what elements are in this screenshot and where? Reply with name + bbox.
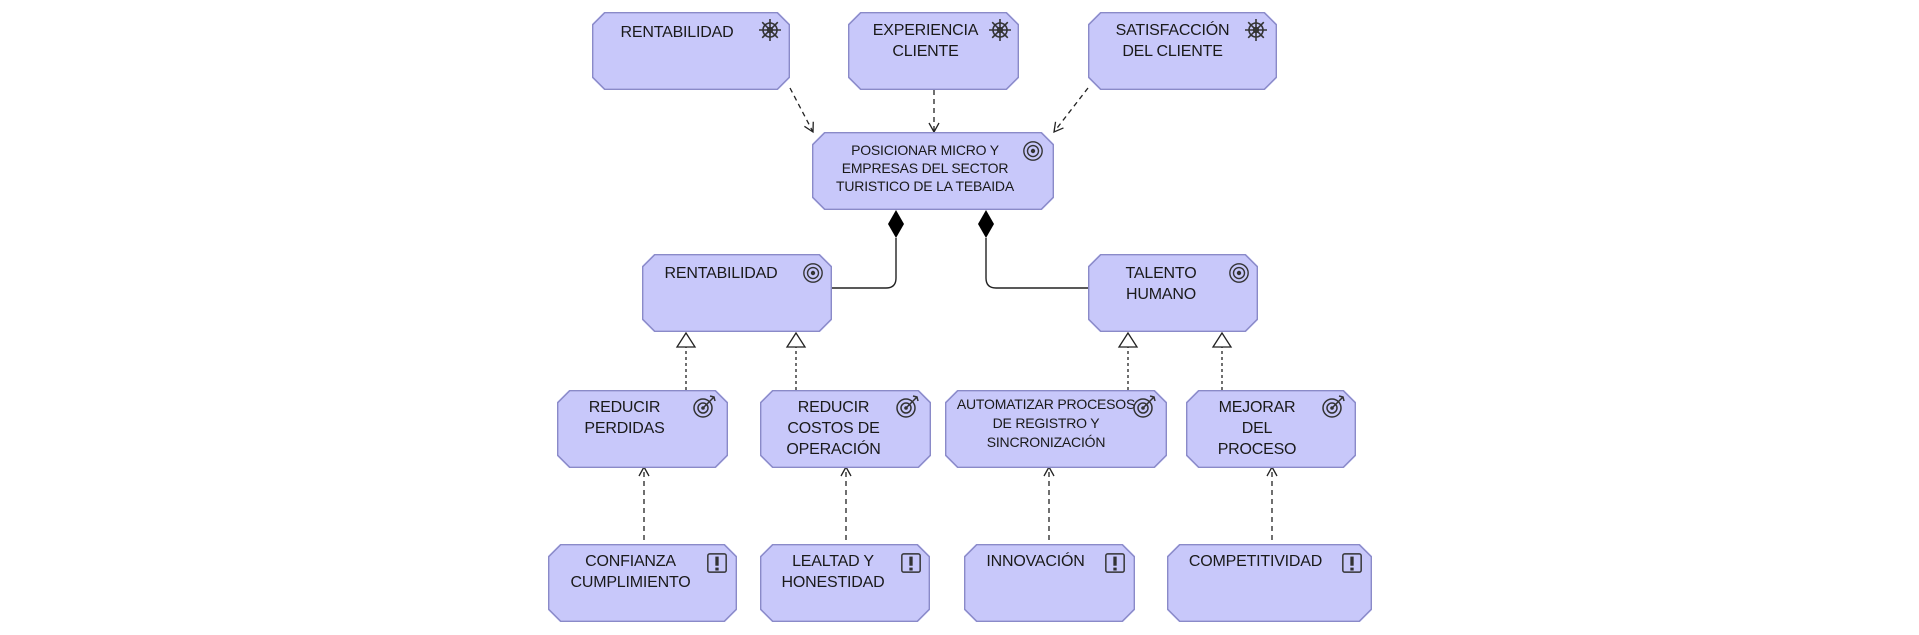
composition-diamond-goal1 xyxy=(888,210,904,238)
driver-node-satisfaccion-cliente[interactable]: SATISFACCIÓN DEL CLIENTE xyxy=(1088,12,1277,90)
outcome-arrow-target-icon xyxy=(693,394,717,418)
driver-label: RENTABILIDAD xyxy=(620,24,734,41)
driver-wheel-icon xyxy=(988,18,1012,42)
principle-label: LEALTAD Y HONESTIDAD xyxy=(781,553,885,591)
principle-node-lealtad[interactable]: LEALTAD Y HONESTIDAD xyxy=(760,544,930,622)
driver-node-rentabilidad[interactable]: RENTABILIDAD xyxy=(592,12,790,90)
principle-exclamation-icon xyxy=(1341,552,1363,574)
driver-label: SATISFACCIÓN DEL CLIENTE xyxy=(1115,22,1230,60)
outcome-arrow-target-icon xyxy=(896,394,920,418)
principle-exclamation-icon xyxy=(900,552,922,574)
goal-label: POSICIONAR MICRO Y EMPRESAS DEL SECTOR T… xyxy=(836,142,1014,194)
outcome-label: MEJORAR DEL PROCESO xyxy=(1217,399,1297,458)
realization-triangle-out4 xyxy=(1211,331,1233,348)
goal-node-rentabilidad[interactable]: RENTABILIDAD xyxy=(642,254,832,332)
driver-label: EXPERIENCIA CLIENTE xyxy=(872,22,979,60)
principle-exclamation-icon xyxy=(706,552,728,574)
influence-connector-drv1 xyxy=(789,87,814,134)
outcome-arrow-target-icon xyxy=(1133,394,1157,418)
outcome-arrow-target-icon xyxy=(1322,394,1346,418)
realization-triangle-out3 xyxy=(1117,331,1139,348)
goal-label: RENTABILIDAD xyxy=(664,265,778,282)
realization-triangle-out1 xyxy=(675,331,697,348)
goal-target-icon xyxy=(1228,262,1250,284)
composition-connector-goal1 xyxy=(832,238,897,289)
driver-wheel-icon xyxy=(758,18,782,42)
composition-diamond-goal2 xyxy=(978,210,994,238)
goal-target-icon xyxy=(1022,140,1044,162)
goal-label: TALENTO HUMANO xyxy=(1125,265,1197,303)
principle-label: CONFIANZA CUMPLIMIENTO xyxy=(570,553,691,591)
principle-node-competitividad[interactable]: COMPETITIVIDAD xyxy=(1167,544,1372,622)
goal-node-talento-humano[interactable]: TALENTO HUMANO xyxy=(1088,254,1258,332)
outcome-node-automatizar-procesos[interactable]: AUTOMATIZAR PROCESOS DE REGISTRO Y SINCR… xyxy=(945,390,1167,468)
driver-wheel-icon xyxy=(1244,18,1268,42)
goal-node-posicionar[interactable]: POSICIONAR MICRO Y EMPRESAS DEL SECTOR T… xyxy=(812,132,1054,210)
outcome-node-reducir-perdidas[interactable]: REDUCIR PERDIDAS xyxy=(557,390,728,468)
outcome-label: REDUCIR COSTOS DE OPERACIÓN xyxy=(786,399,881,458)
principle-label: COMPETITIVIDAD xyxy=(1188,553,1323,570)
outcome-node-mejorar-proceso[interactable]: MEJORAR DEL PROCESO xyxy=(1186,390,1356,468)
outcome-label: AUTOMATIZAR PROCESOS DE REGISTRO Y SINCR… xyxy=(956,396,1136,450)
realization-triangle-out2 xyxy=(785,331,807,348)
principle-node-confianza[interactable]: CONFIANZA CUMPLIMIENTO xyxy=(548,544,737,622)
driver-node-experiencia-cliente[interactable]: EXPERIENCIA CLIENTE xyxy=(848,12,1019,90)
influence-connector-drv3 xyxy=(1053,87,1089,134)
goal-target-icon xyxy=(802,262,824,284)
principle-exclamation-icon xyxy=(1104,552,1126,574)
composition-connector-goal2 xyxy=(985,238,1088,289)
outcome-label: REDUCIR PERDIDAS xyxy=(584,399,665,437)
principle-node-innovacion[interactable]: INNOVACIÓN xyxy=(964,544,1135,622)
outcome-node-reducir-costos[interactable]: REDUCIR COSTOS DE OPERACIÓN xyxy=(760,390,931,468)
principle-label: INNOVACIÓN xyxy=(986,553,1085,570)
